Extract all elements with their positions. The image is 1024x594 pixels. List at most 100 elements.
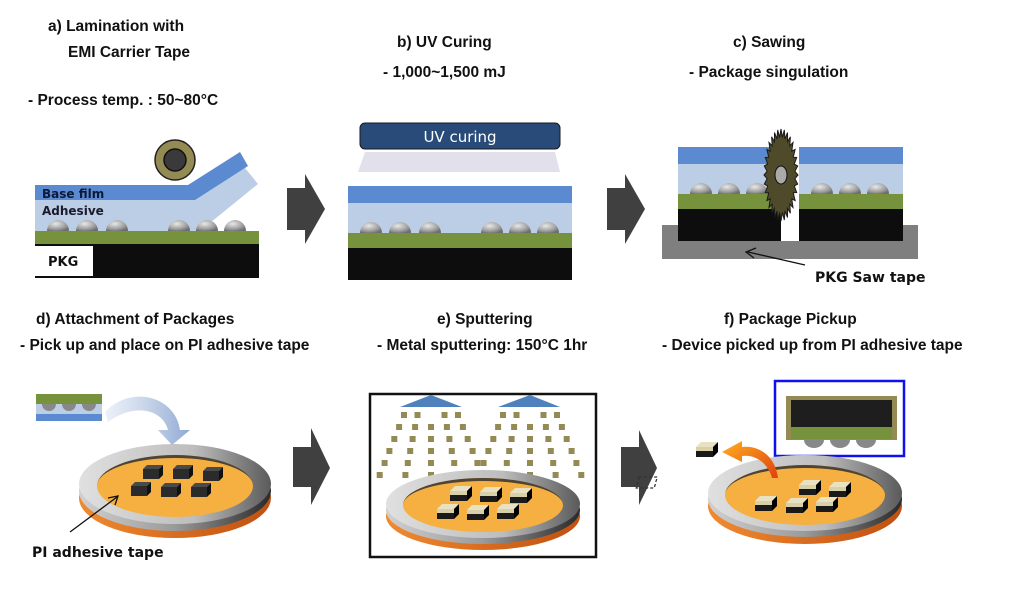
laminating-roller-icon <box>154 139 196 181</box>
sputter-particle <box>469 448 476 454</box>
panel-c-title: c) Sawing <box>733 34 806 51</box>
base-film-layer <box>348 186 572 203</box>
panel-b-title: b) UV Curing <box>397 34 492 51</box>
sputter-particle <box>513 412 520 418</box>
uv-lamp <box>359 122 561 150</box>
panel-a-subtitle: - Process temp. : 50~80°C <box>28 92 219 109</box>
sputter-particle <box>578 472 585 478</box>
sputter-particle <box>459 424 466 430</box>
sputter-particle <box>500 412 506 418</box>
panel-a-title-line2: EMI Carrier Tape <box>68 44 191 61</box>
solder-balls <box>47 220 246 231</box>
sputter-particle <box>443 424 450 430</box>
place-arrow-icon <box>105 396 190 445</box>
sputter-particle <box>527 424 533 430</box>
sputter-particle <box>527 436 533 442</box>
panel-f-title: f) Package Pickup <box>724 311 857 328</box>
sputter-particle <box>540 412 547 418</box>
mini-package-icon <box>36 394 102 421</box>
pkg-label-box <box>35 246 93 276</box>
sputter-particle <box>428 436 434 442</box>
pointer-arrow-icon <box>69 496 118 533</box>
sputter-particle <box>376 472 383 478</box>
sputter-particle <box>402 472 409 478</box>
sputter-particle <box>552 472 559 478</box>
sputter-particle <box>558 424 565 430</box>
uv-lamp-label: UV curing <box>423 128 496 146</box>
panel-d-subtitle: - Pick up and place on PI adhesive tape <box>20 337 310 354</box>
substrate-green-layer <box>348 233 572 248</box>
process-arrow-icon <box>293 428 330 505</box>
panel-a-lamination: PKG Base film Adhesive <box>35 139 259 278</box>
process-arrow-icon <box>621 430 657 505</box>
panel-f-pickup <box>635 379 906 544</box>
sputter-particle <box>396 424 403 430</box>
sputter-target-icon <box>498 395 560 407</box>
sputter-particle <box>495 424 502 430</box>
panel-b-subtitle: - 1,000~1,500 mJ <box>383 64 506 81</box>
sputter-particle <box>428 448 434 454</box>
saw-blade-icon <box>763 128 799 222</box>
panel-e-title: e) Sputtering <box>437 311 533 328</box>
sputter-particle <box>573 460 580 466</box>
sputter-particle <box>480 460 487 466</box>
sputter-particle <box>542 424 549 430</box>
base-film-label: Base film <box>42 187 104 201</box>
panel-b-uv-curing: UV curing <box>348 122 572 280</box>
sputter-particle <box>391 436 398 442</box>
panel-c-subtitle: - Package singulation <box>689 64 849 81</box>
sputter-particle <box>511 424 518 430</box>
sputter-particle <box>428 460 434 466</box>
sputter-particle <box>455 412 461 418</box>
adhesive-layer <box>35 168 258 231</box>
sputter-particle <box>441 412 448 418</box>
sputter-particle <box>554 412 560 418</box>
sputter-particle <box>428 472 434 478</box>
panel-c-sawing: PKG Saw tape <box>662 128 925 286</box>
saw-tape-label: PKG Saw tape <box>815 270 925 286</box>
panel-d-attachment: PI adhesive tape <box>32 394 271 561</box>
sputter-particle <box>464 436 471 442</box>
sputter-particle <box>404 460 411 466</box>
sputter-particle <box>547 448 554 454</box>
pkg-label: PKG <box>48 255 78 270</box>
sputter-particle <box>446 436 453 442</box>
sputter-particle <box>381 460 388 466</box>
adhesive-label: Adhesive <box>42 204 104 218</box>
sputter-particle <box>568 448 575 454</box>
mold-black-layer <box>348 248 572 280</box>
sputter-particle <box>401 412 407 418</box>
sputter-particle <box>386 448 393 454</box>
substrate-green-layer <box>35 231 259 244</box>
panel-d-title: d) Attachment of Packages <box>36 311 235 328</box>
sputter-particle <box>414 412 421 418</box>
sputter-particle <box>407 448 414 454</box>
adhesive-layer <box>348 203 572 233</box>
base-film-layer <box>35 152 248 200</box>
sputter-particle <box>448 448 455 454</box>
pointer-arrow-icon <box>747 251 806 266</box>
sputter-particle <box>474 460 481 466</box>
pickup-arrow-icon <box>722 441 778 478</box>
panel-e-subtitle: - Metal sputtering: 150°C 1hr <box>377 337 588 354</box>
sputter-particle <box>490 436 497 442</box>
panel-a-title-line1: a) Lamination with <box>48 18 185 35</box>
sputter-particle <box>508 436 515 442</box>
panel-e-sputtering <box>368 392 598 559</box>
pi-tape-label: PI adhesive tape <box>32 545 164 561</box>
sputter-particle <box>485 448 492 454</box>
sputter-particle <box>545 436 552 442</box>
process-arrow-icon <box>607 174 645 244</box>
sputter-particle <box>409 436 416 442</box>
sputter-particle <box>428 424 434 430</box>
process-arrow-icon <box>287 174 325 244</box>
sputter-particle <box>451 460 458 466</box>
sputter-particle <box>550 460 557 466</box>
sputter-particle <box>412 424 419 430</box>
solder-balls <box>360 222 559 233</box>
sputter-particle <box>563 436 570 442</box>
sputter-target-icon <box>400 395 462 407</box>
panel-f-subtitle: - Device picked up from PI adhesive tape <box>662 337 963 354</box>
sputter-particle <box>527 448 533 454</box>
